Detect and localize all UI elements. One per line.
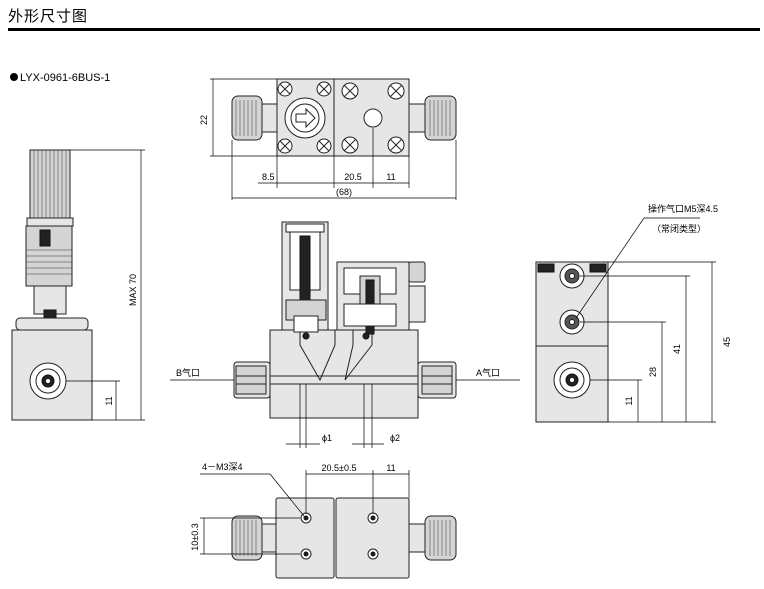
page-title: 外形尺寸图 [8, 7, 89, 25]
top-view-dims: 22 8.5 20.5 11 (68) [199, 78, 457, 200]
hole-callout: 4－M3深4 [202, 462, 243, 472]
section-body [269, 329, 419, 419]
dim-side-port: 11 [104, 396, 114, 405]
right-body-bottom [335, 497, 410, 579]
bottom-view: 4－M3深4 20.5±0.5 11 10±0.3 [190, 462, 457, 579]
bottom-view-dims: 20.5±0.5 11 10±0.3 [190, 463, 410, 555]
pilot-callout-line2: （常闭类型） [652, 223, 706, 234]
dim-right-41: 41 [672, 344, 682, 354]
right-fitting-top [408, 95, 457, 141]
model-label: LYX-0961-6BUS-1 [10, 72, 110, 84]
port-a-label: A气口 [476, 367, 500, 378]
right-view: 操作气口M5深4.5 （常闭类型） 11 28 41 45 [535, 203, 732, 423]
dim-top-pitch: 20.5 [344, 172, 362, 182]
valve-stem [299, 235, 311, 307]
right-fitting-section [417, 361, 457, 399]
section-dims: ϕ1 ϕ2 [286, 384, 400, 448]
left-fitting-section [233, 361, 271, 399]
dim-bottom-pitch: 20.5±0.5 [322, 463, 357, 473]
phi2-label: ϕ2 [390, 433, 400, 443]
top-view: 22 8.5 20.5 11 (68) [199, 78, 457, 200]
pilot-callout-line1: 操作气口M5深4.5 [648, 203, 718, 214]
dim-side-max: MAX 70 [128, 274, 138, 306]
screw-heads-top [277, 81, 405, 154]
title-rule [8, 28, 760, 31]
dim-right-28: 28 [648, 367, 658, 377]
dim-right-45: 45 [722, 337, 732, 347]
front-section: B气口 A气口 ϕ1 ϕ2 [170, 221, 520, 448]
side-view-dims: MAX 70 11 [66, 149, 145, 421]
dim-bottom-height: 10±0.3 [190, 523, 200, 550]
left-body-bottom [275, 497, 335, 579]
model-number: LYX-0961-6BUS-1 [20, 72, 111, 84]
dim-top-height: 22 [199, 115, 209, 125]
dim-top-overall: (68) [336, 187, 352, 197]
dim-right-11: 11 [624, 396, 634, 405]
arrow-icon [295, 107, 316, 129]
right-fitting-bottom [408, 515, 457, 561]
dim-top-right: 11 [386, 172, 395, 182]
left-fitting-bottom [231, 515, 277, 561]
lock-nut [39, 229, 51, 247]
right-view-dims: 11 28 41 45 [580, 261, 732, 423]
phi1-label: ϕ1 [322, 433, 332, 443]
side-view: MAX 70 11 [11, 149, 145, 421]
dim-top-left: 8.5 [262, 172, 275, 182]
left-fitting-top [231, 95, 278, 141]
bullet-icon [10, 73, 18, 81]
dim-bottom-right: 11 [386, 463, 395, 473]
pilot-port-fitting [408, 261, 426, 283]
port-b-label: B气口 [176, 367, 200, 378]
